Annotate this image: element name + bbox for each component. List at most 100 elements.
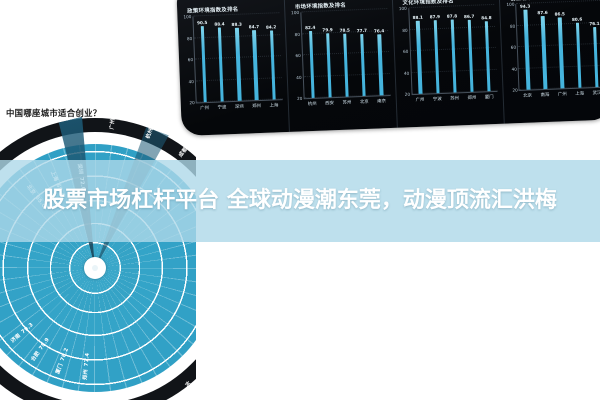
bar-column[interactable]: 76.1 (585, 1, 600, 88)
y-axis-tick-label: 80 (402, 27, 408, 33)
y-axis-tick-label: 60 (295, 52, 301, 59)
chart-panel: 创业者活动指数及排名2040608010094.387.686.580.676.… (500, 0, 600, 124)
y-axis-tick-label: 100 (291, 9, 300, 16)
y-axis-tick-label: 20 (296, 95, 303, 102)
x-axis-tick-label: 杭州 (307, 101, 317, 107)
bar[interactable] (343, 33, 349, 97)
y-axis-tick-label: 20 (189, 99, 195, 106)
x-axis-tick-label: 上海 (575, 91, 585, 97)
y-axis-tick-label: 100 (398, 5, 407, 12)
x-axis-tick-label: 宁波 (432, 96, 442, 102)
x-axis-tick-label: 上海 (269, 102, 279, 109)
bar[interactable] (523, 9, 530, 90)
bar[interactable] (592, 26, 599, 88)
x-axis-tick-label: 苏州 (342, 99, 352, 106)
x-axis-tick-label: 广州 (557, 91, 567, 98)
radial-tick-city: 郑州 (82, 369, 90, 381)
y-axis-tick-label: 40 (188, 78, 194, 84)
bar-group: 88.1 87.9 87.8 86.7 84.8 (409, 5, 498, 94)
x-axis-tick-label: 苏州 (450, 95, 460, 102)
bar[interactable] (252, 30, 259, 101)
bar[interactable] (416, 20, 423, 94)
x-axis-tick-label: 广州 (200, 105, 210, 111)
x-axis-tick-label: 西安 (325, 100, 335, 106)
bar[interactable] (467, 20, 474, 92)
bar[interactable] (540, 16, 548, 90)
overlay-caption-text: 股票市场杠杆平台 全球动漫潮东莞，动漫顶流汇洪梅 (43, 188, 557, 214)
bar[interactable] (217, 27, 225, 102)
y-axis-tick-label: 60 (187, 57, 194, 63)
y-axis-tick-label: 100 (183, 14, 192, 20)
y-axis-tick-label: 40 (511, 66, 518, 72)
bar-value-label: 78.5 (339, 27, 350, 33)
dial-center-hub (84, 257, 106, 279)
bar-value-label: 84.2 (265, 24, 277, 30)
bar-column[interactable]: 84.2 (262, 13, 282, 100)
bar-column[interactable]: 84.8 (477, 5, 497, 92)
bar[interactable] (325, 32, 332, 98)
y-axis-tick-label: 80 (186, 35, 193, 41)
x-axis-tick-label: 南海 (540, 92, 550, 98)
y-axis-tick-label: 60 (402, 48, 409, 54)
bar-value-label: 87.6 (537, 10, 548, 16)
radial-tick-value: 77.4 (83, 352, 91, 367)
bar-value-label: 87.9 (429, 14, 441, 20)
x-axis-label-row: 广州宁波苏州郑州厦门 (411, 93, 498, 103)
bar-value-label: 87.8 (446, 13, 458, 19)
x-axis-label-row: 北京 南海 广州 上海 武汉 (519, 89, 600, 98)
bar[interactable] (575, 22, 582, 88)
bar-value-label: 76.4 (373, 28, 385, 34)
bar-value-label: 88.1 (412, 14, 423, 20)
bar-value-label: 88.4 (214, 21, 225, 28)
x-axis-tick-label: 北京 (523, 93, 533, 99)
bar-value-label: 82.4 (304, 24, 316, 31)
x-axis-tick-label: 南京 (377, 98, 387, 104)
radial-gauge-panel: 中国哪座城市适合创业？ 北京65.0上海69.4深圳72.0广州72.6杭州72… (0, 100, 196, 400)
radial-tick-value: 76.2 (191, 391, 196, 400)
y-axis-tick-label: 80 (294, 31, 301, 37)
x-axis-tick-label: 宁波 (217, 104, 227, 111)
bar-value-label: 84.7 (248, 24, 260, 30)
x-axis-tick-label: 武汉 (592, 90, 600, 96)
bar-value-label: 86.7 (463, 14, 475, 20)
y-axis-tick-label: 40 (296, 74, 302, 80)
bar[interactable] (558, 16, 565, 89)
bar-value-label: 80.6 (571, 16, 583, 22)
bar-value-label: 88.3 (231, 21, 242, 27)
bar-column[interactable]: 76.4 (370, 9, 390, 96)
bar[interactable] (360, 33, 367, 97)
bar[interactable] (200, 26, 207, 103)
bar[interactable] (450, 19, 457, 93)
radial-tick-label: 长沙76.2 (183, 380, 196, 400)
x-axis-tick-label: 北京 (359, 99, 369, 105)
radial-tick-city: 长沙 (182, 380, 195, 393)
x-axis-tick-label: 郑州 (252, 103, 262, 109)
bar-value-label: 86.5 (554, 10, 565, 17)
bar-group: 90.5 88.4 88.3 84.7 84.2 (193, 13, 282, 103)
y-axis-tick-label: 20 (404, 91, 411, 97)
y-axis-tick-label: 60 (510, 44, 517, 50)
bar[interactable] (235, 27, 242, 101)
bar-value-label: 84.8 (481, 15, 492, 21)
bar-value-label: 77.7 (356, 27, 368, 34)
bar[interactable] (433, 20, 440, 94)
overlay-caption-band: 股票市场杠杆平台 全球动漫潮东莞，动漫顶流汇洪梅 (0, 160, 600, 242)
y-axis-tick-label: 40 (403, 70, 410, 76)
bar-value-label: 90.5 (196, 20, 208, 26)
bar[interactable] (484, 21, 491, 92)
bar[interactable] (269, 30, 276, 100)
bar[interactable] (377, 34, 384, 96)
x-axis-tick-label: 深圳 (234, 104, 244, 110)
x-axis-tick-label: 广州 (415, 97, 425, 103)
bar-value-label: 94.3 (519, 3, 531, 10)
bar[interactable] (308, 30, 315, 99)
x-axis-tick-label: 厦门 (484, 94, 494, 100)
